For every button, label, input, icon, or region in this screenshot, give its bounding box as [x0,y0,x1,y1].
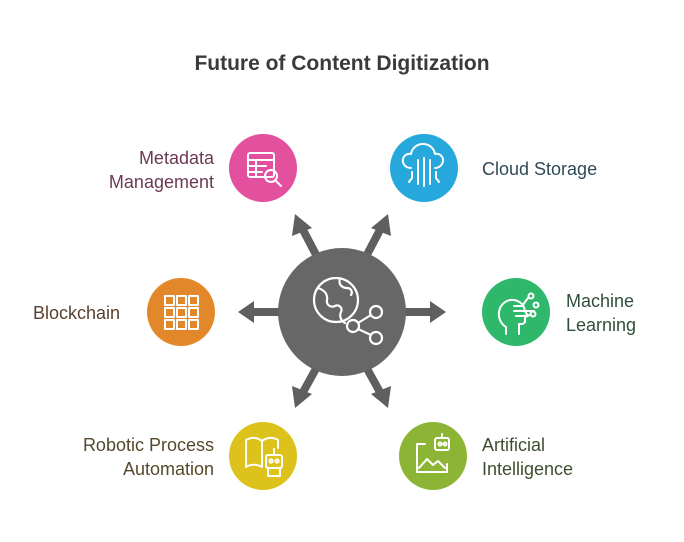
arrow-to-machine [398,301,446,323]
label-robotic-line1: Robotic Process [82,435,214,455]
globe-share-icon [312,276,384,346]
table-search-icon [247,152,282,187]
label-robotic-line2: Automation [122,459,214,479]
cloud-circuit-icon [401,143,444,187]
head-network-icon [497,292,540,335]
hub [278,248,406,376]
label-robotic: Robotic Process Automation [20,433,214,481]
label-machine-line1: Machine [566,291,635,311]
arrow-to-blockchain [238,301,286,323]
label-artificial-line2: Intelligence [482,459,574,479]
node-robotic [229,422,297,490]
label-blockchain-line1: Blockchain [33,303,121,323]
label-blockchain: Blockchain [33,301,153,325]
label-artificial: Artificial Intelligence [482,433,662,481]
label-metadata-line1: Metadata [138,148,214,168]
node-cloud [390,134,458,202]
label-cloud-line1: Cloud Storage [482,159,598,179]
label-metadata-line2: Management [108,172,214,192]
page-title: Future of Content Digitization [194,52,490,75]
node-artificial [399,422,467,490]
label-cloud: Cloud Storage [482,157,662,181]
book-robot-icon [245,436,283,477]
robot-image-icon [416,433,450,473]
node-metadata [229,134,297,202]
label-machine: Machine Learning [566,289,676,337]
linked-blocks-icon [164,295,199,330]
node-blockchain [147,278,215,346]
label-metadata: Metadata Management [40,146,214,194]
label-artificial-line1: Artificial [482,435,546,455]
label-machine-line2: Learning [566,315,637,335]
node-machine [482,278,550,346]
